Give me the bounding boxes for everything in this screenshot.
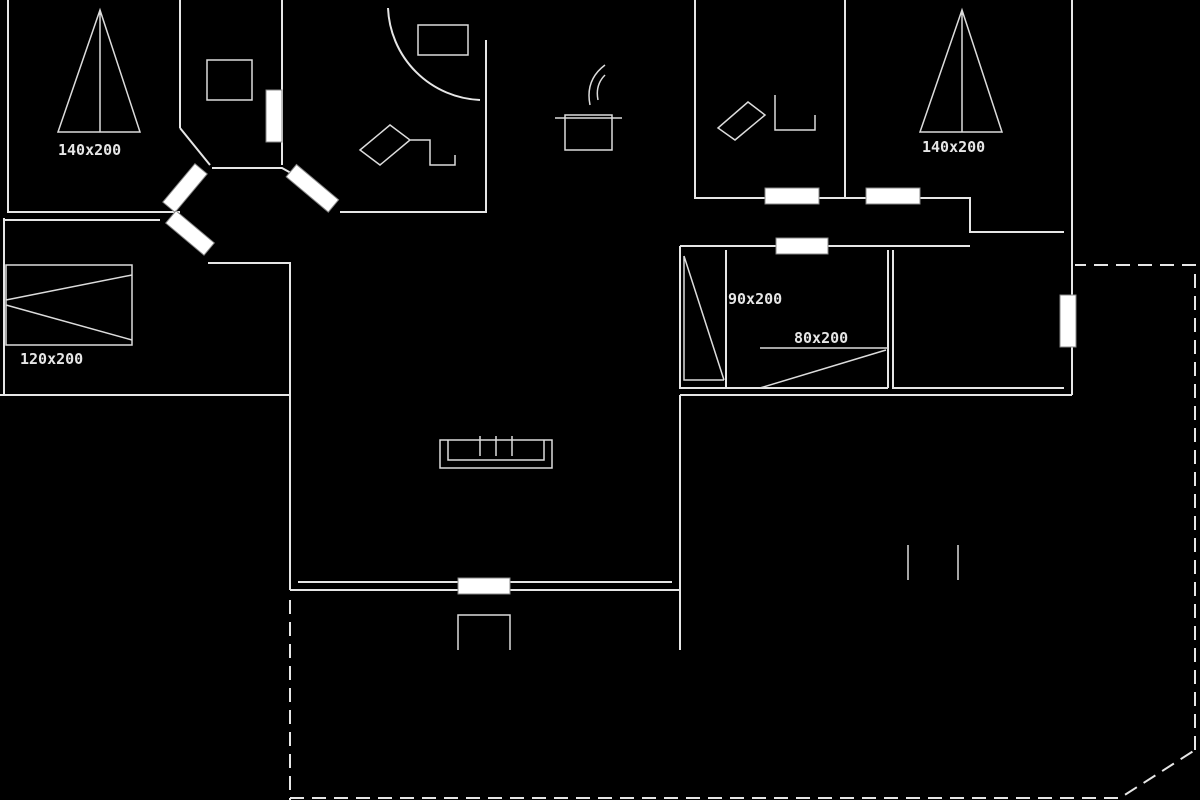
table-icon (457, 614, 511, 650)
toilet-icon (716, 95, 816, 141)
bed-size-label: 120x200 (20, 350, 83, 368)
toilet-icon (358, 124, 456, 166)
bed-labels: 140x200 140x200 120x200 90x200 80x200 (20, 138, 985, 368)
fixtures (206, 24, 959, 650)
bed-size-label: 140x200 (922, 138, 985, 156)
bunk-beds (683, 255, 888, 389)
bed-right-top (918, 7, 1004, 133)
bed-left-side (5, 264, 133, 346)
beds (5, 7, 1004, 389)
sofa-icon (439, 436, 553, 469)
stove-pot-icon (555, 64, 622, 151)
bed-size-label: 140x200 (58, 141, 121, 159)
bed-size-label: 90x200 (728, 290, 782, 308)
sink-icon (206, 24, 469, 101)
table-icon (907, 545, 959, 580)
walls (0, 0, 1073, 650)
doors (162, 89, 1077, 595)
terrace-outline (289, 264, 1196, 800)
bed-size-label: 80x200 (794, 329, 848, 347)
bed-left-top (56, 7, 142, 133)
